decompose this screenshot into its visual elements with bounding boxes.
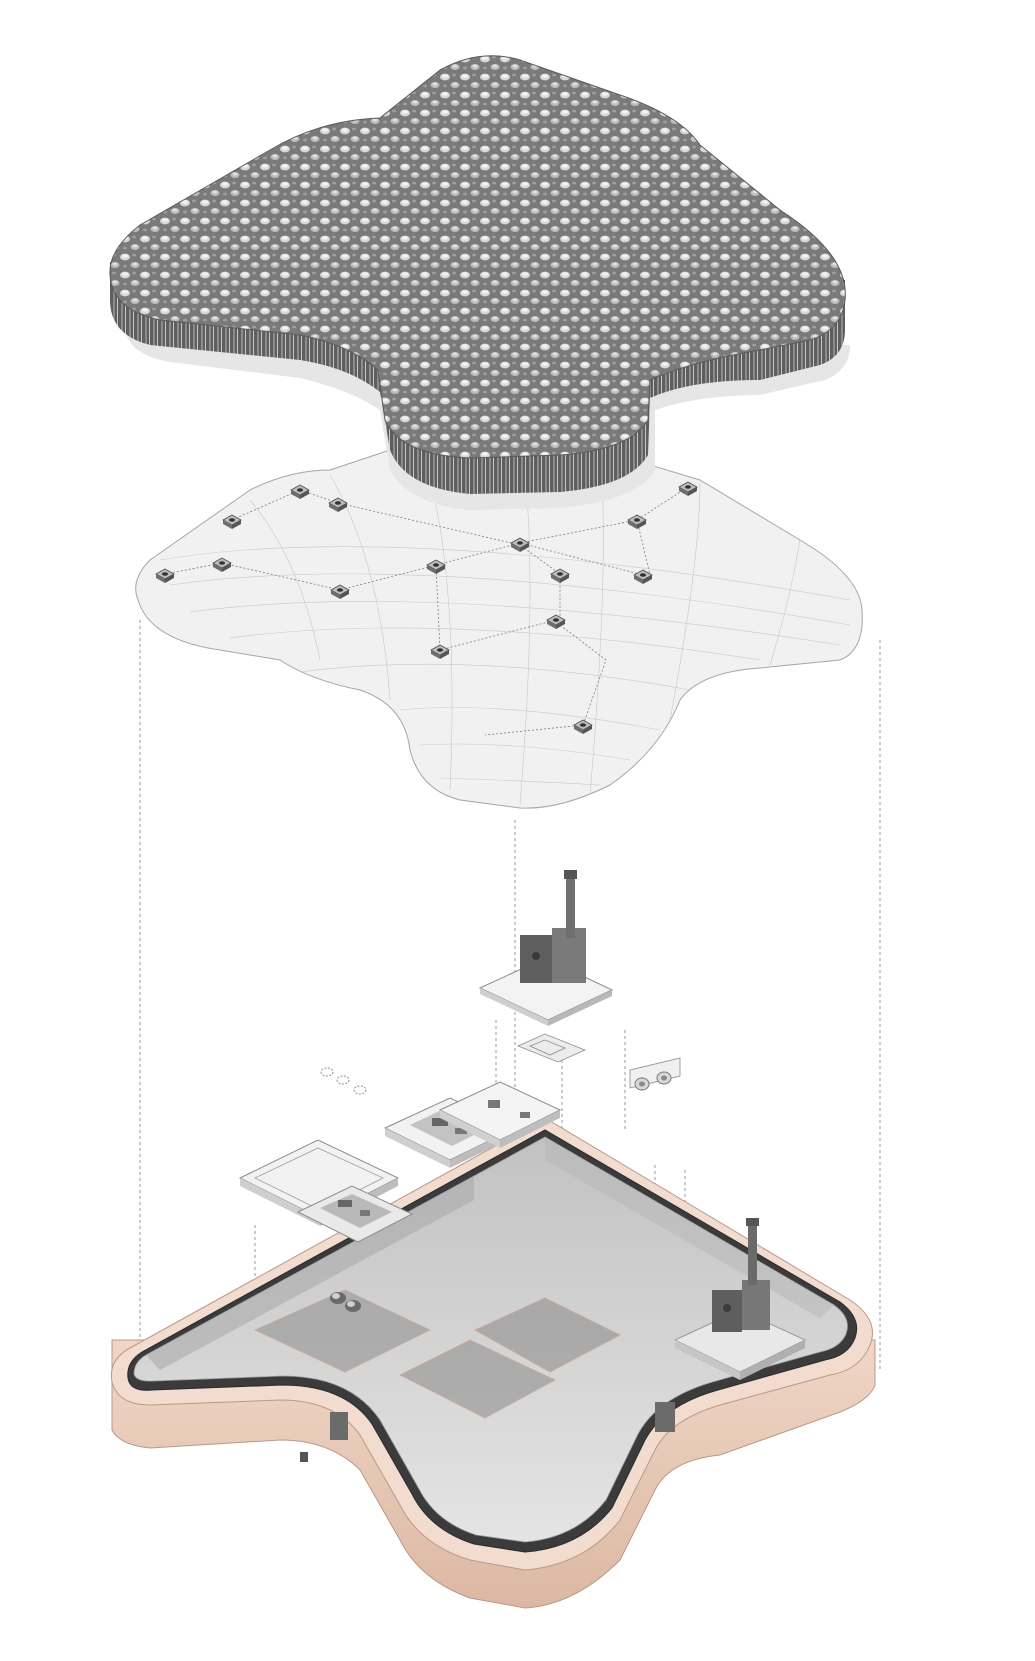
sensor-node — [155, 568, 175, 583]
sensor-node — [573, 719, 593, 734]
tray-port — [300, 1452, 308, 1462]
base-tray — [110, 1117, 876, 1609]
sensor-node — [330, 584, 350, 599]
circuit-board-left — [238, 1139, 414, 1243]
actuator-shaft — [566, 878, 575, 938]
floor-tile — [399, 1339, 556, 1419]
sensor-node — [546, 614, 566, 629]
pad-top-surface — [109, 55, 846, 459]
textured-top-pad — [109, 55, 850, 510]
sensor-node — [222, 514, 242, 529]
tray-port — [655, 1402, 675, 1432]
small-rings — [320, 1067, 367, 1095]
tray-back-wall-right — [545, 1137, 834, 1318]
tray-floor — [133, 1136, 848, 1543]
mesh-sensors — [155, 481, 698, 734]
circuit-boards — [238, 1057, 681, 1243]
tray-actuator — [674, 1218, 806, 1380]
floor-tile — [474, 1297, 621, 1373]
sensor-node — [430, 644, 450, 659]
sensor-node — [678, 481, 698, 496]
sensor-node — [212, 557, 232, 572]
floor-cylinder-pair — [330, 1292, 361, 1312]
actuator-module — [478, 870, 614, 1063]
tray-port — [330, 1412, 348, 1440]
sensor-node — [426, 559, 446, 574]
sensor-node — [290, 484, 310, 499]
sensor-node — [550, 568, 570, 583]
actuator-bracket — [516, 1033, 587, 1063]
sensor-node — [510, 537, 530, 552]
circuit-board-right — [438, 1081, 562, 1148]
sensor-node — [627, 514, 647, 529]
floor-tile — [254, 1289, 431, 1373]
ultrasonic-sensor — [629, 1057, 681, 1091]
sensor-node — [328, 497, 348, 512]
sensor-node — [633, 569, 653, 584]
